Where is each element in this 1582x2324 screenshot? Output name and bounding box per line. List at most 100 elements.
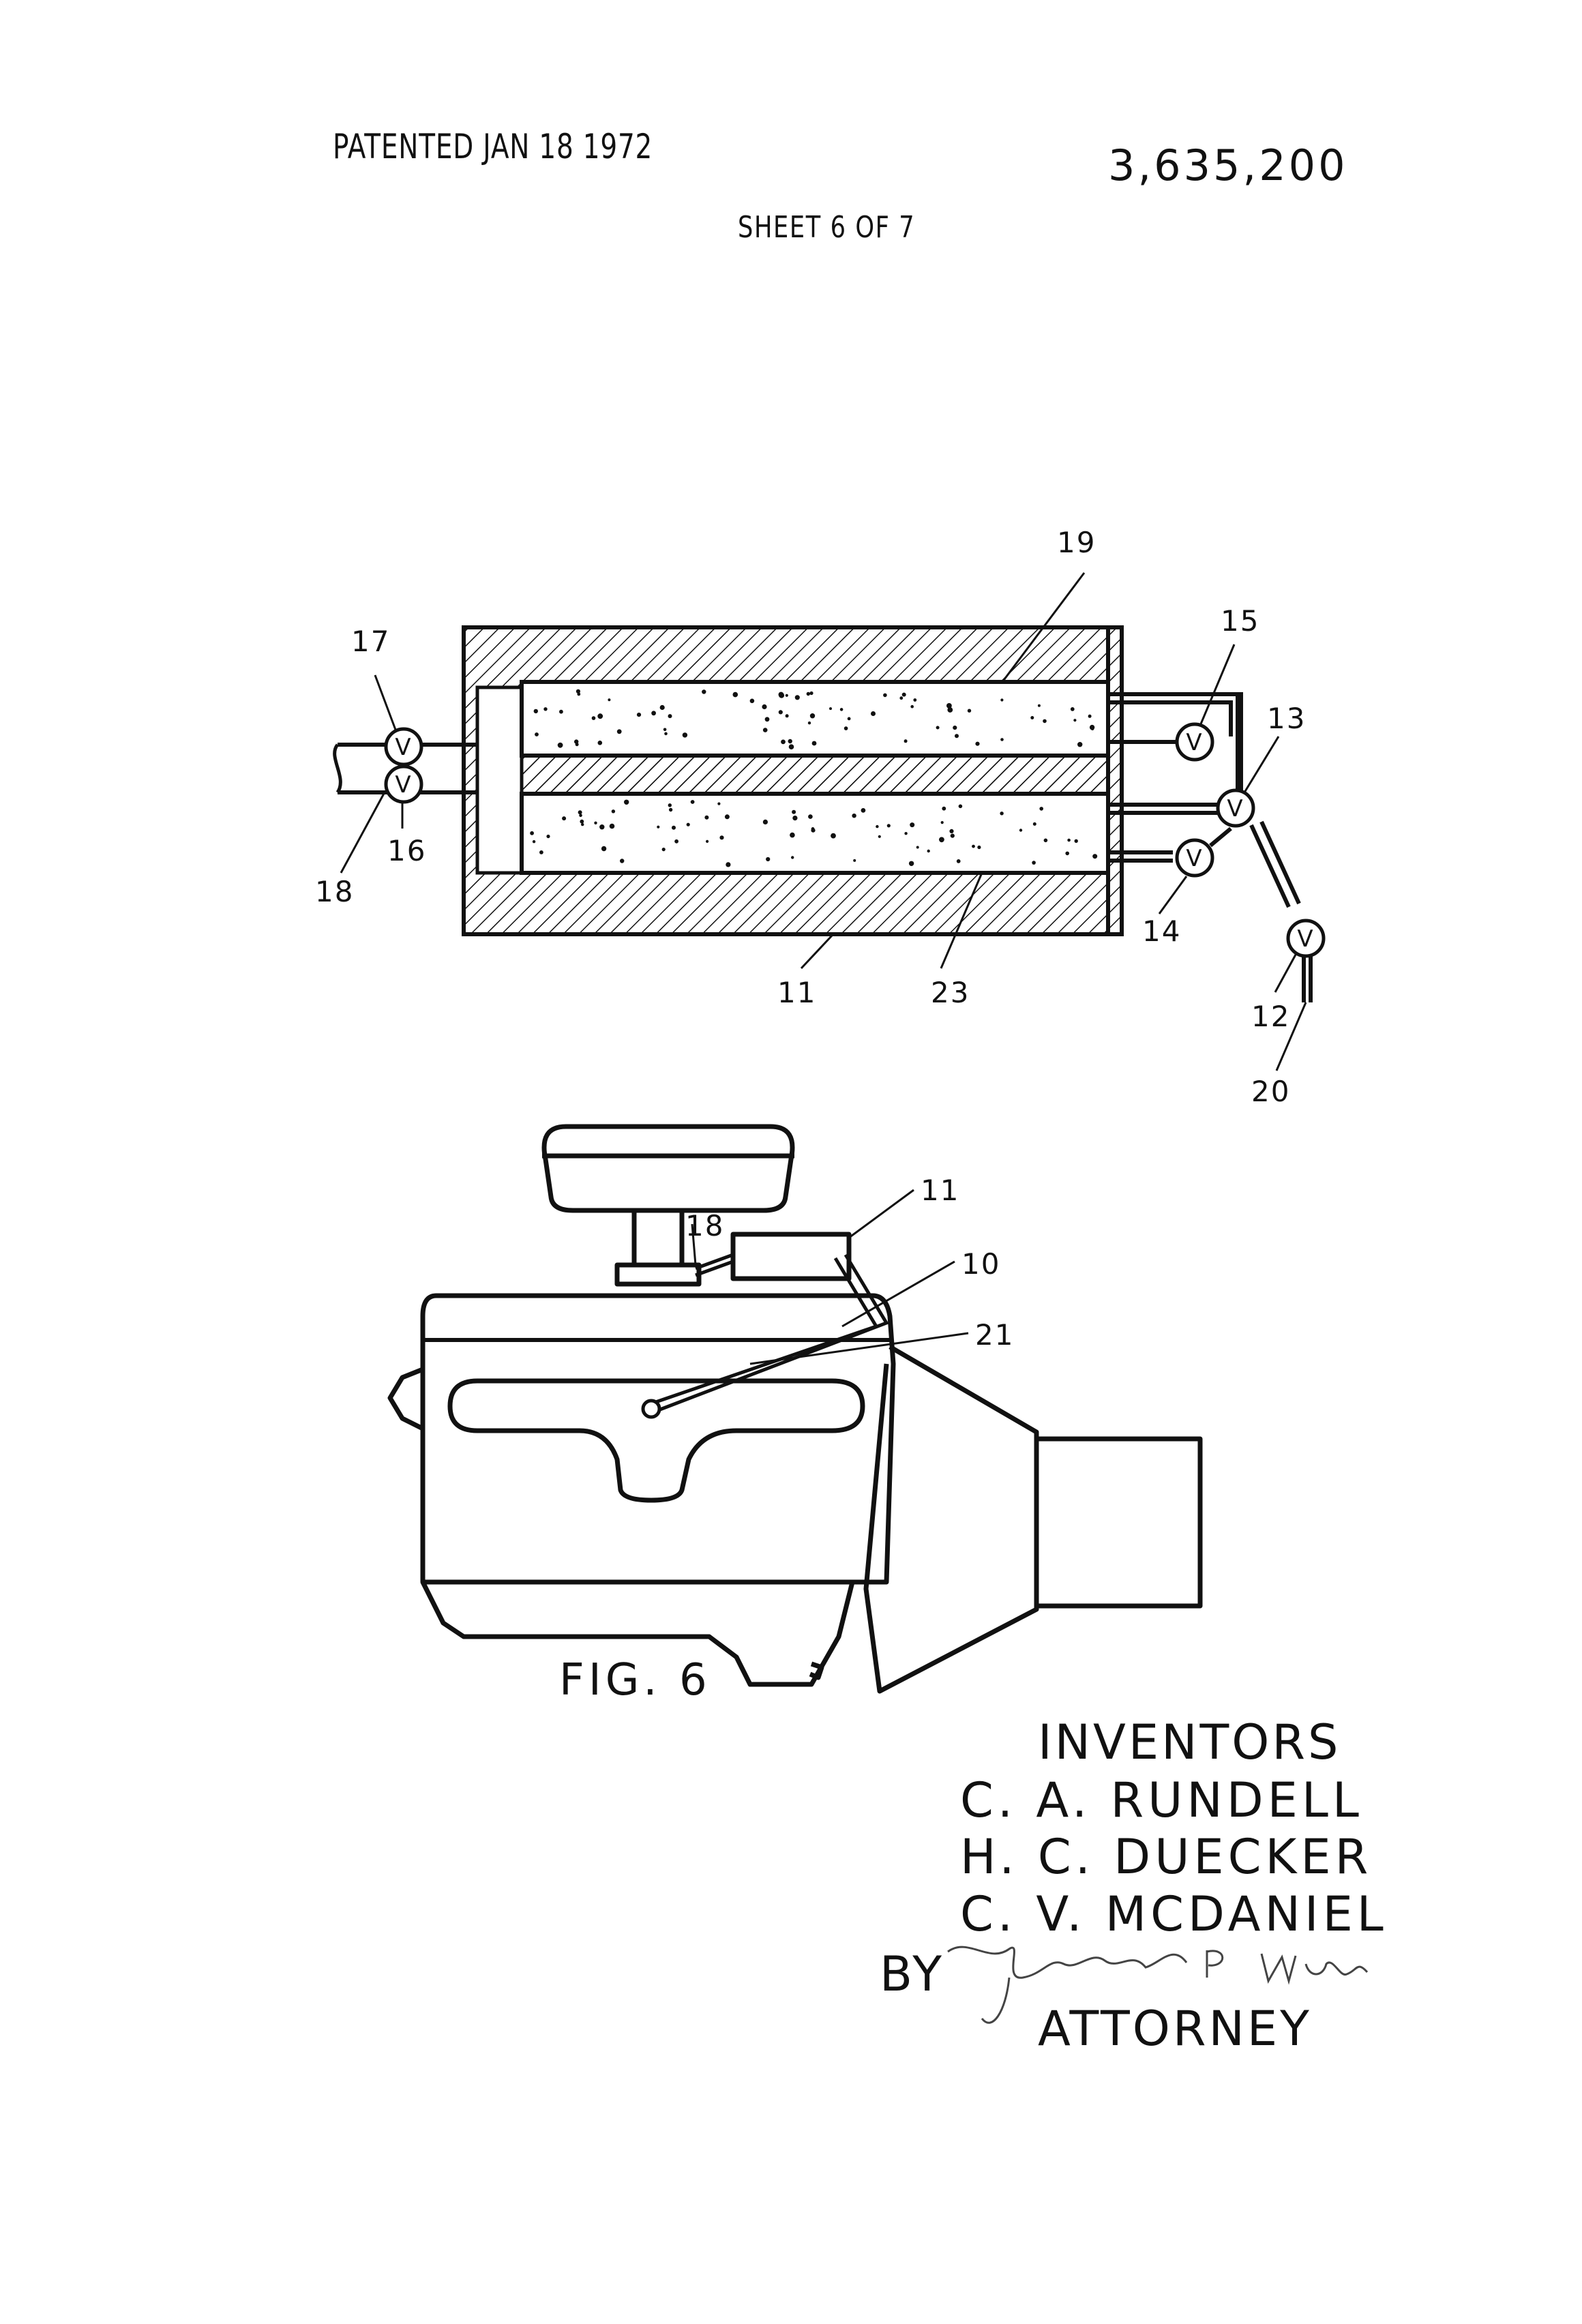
particle-dot [578, 810, 582, 814]
particle-dot [620, 859, 624, 863]
particle-dot [883, 694, 887, 698]
particle-dot [795, 695, 800, 700]
valve-letter: V [395, 771, 412, 799]
label-13: 13 [1267, 702, 1306, 735]
particle-dot [941, 821, 944, 824]
particle-dot [947, 707, 953, 713]
particle-dot [530, 831, 534, 835]
particle-dot [534, 709, 538, 713]
particle-dot [927, 850, 930, 852]
particle-dot [617, 729, 622, 734]
carburetor-base [617, 1265, 699, 1284]
valve-letter: V [1227, 795, 1244, 822]
particle-dot [683, 732, 687, 737]
particle-dot [687, 823, 690, 826]
particle-dot [660, 705, 665, 710]
by-label: BY [880, 1950, 944, 1998]
particle-dot [844, 726, 848, 730]
inventor-name: C. V. MCDANIEL [960, 1890, 1388, 1938]
valve-cover [450, 1381, 863, 1500]
particle-dot [704, 816, 708, 820]
particle-dot [957, 859, 961, 863]
particle-dot [792, 816, 797, 820]
particle-dot [624, 800, 629, 805]
particle-dot [916, 846, 919, 849]
particle-dot [831, 833, 836, 839]
particle-dot [577, 693, 580, 696]
particle-dot [592, 716, 596, 720]
particle-dot [951, 834, 955, 838]
particle-dot [1077, 742, 1082, 747]
particle-dot [959, 805, 963, 809]
particle-dot [910, 705, 914, 709]
air-cleaner [544, 1127, 792, 1210]
valve-letter: V [1297, 925, 1314, 953]
particle-dot [608, 698, 610, 701]
particle-dot [786, 714, 789, 717]
label-21: 21 [975, 1318, 1014, 1352]
particle-dot [762, 704, 766, 709]
particle-dot [597, 713, 603, 719]
particle-dot [725, 814, 730, 819]
particle-dot [763, 728, 768, 732]
particle-dot [663, 728, 667, 732]
particle-dot [750, 699, 755, 704]
particle-dot [909, 861, 914, 866]
particle-dot [1073, 719, 1076, 721]
particle-dot [791, 856, 794, 859]
particle-dot [936, 726, 940, 730]
adsorbent-bed-23 [522, 794, 1108, 873]
particle-dot [1092, 854, 1097, 859]
particle-dot [887, 824, 891, 827]
particle-dot [1043, 719, 1047, 724]
particle-dot [558, 743, 563, 748]
particle-dot [807, 692, 810, 696]
particle-dot [668, 714, 672, 718]
particle-dot [562, 816, 566, 820]
particle-dot [1000, 738, 1004, 741]
inventor-name: H. C. DUECKER [960, 1833, 1372, 1881]
label-17: 17 [351, 625, 390, 658]
particle-dot [719, 835, 723, 839]
label-23: 23 [931, 976, 970, 1009]
particle-dot [861, 808, 866, 813]
particle-dot [668, 803, 672, 807]
particle-dot [651, 711, 656, 715]
figure-caption: FIG. 6 [559, 1655, 711, 1705]
label-16: 16 [387, 834, 426, 867]
particle-dot [848, 717, 851, 721]
particle-dot [533, 840, 535, 843]
particle-dot [581, 823, 584, 826]
particle-dot [1071, 707, 1075, 711]
particle-dot [763, 820, 768, 824]
label-11: 11 [921, 1174, 959, 1207]
label-12: 12 [1251, 1000, 1290, 1033]
particle-dot [808, 814, 813, 819]
label-18: 18 [685, 1209, 724, 1242]
partition [522, 756, 1108, 794]
particle-dot [733, 692, 738, 698]
particle-dot [975, 742, 979, 746]
particle-dot [1088, 715, 1092, 718]
particle-dot [637, 713, 641, 717]
particle-dot [669, 808, 672, 811]
particle-dot [546, 835, 550, 838]
particle-dot [559, 710, 563, 714]
inventors-heading: INVENTORS [1038, 1718, 1341, 1766]
particle-dot [598, 741, 603, 745]
particle-dot [1075, 839, 1078, 843]
particle-dot [790, 833, 795, 838]
particle-dot [811, 829, 815, 833]
particle-dot [902, 693, 906, 697]
particle-dot [726, 862, 730, 867]
particle-dot [781, 740, 786, 745]
particle-dot [1030, 716, 1034, 719]
particle-dot [955, 734, 959, 738]
attorney-label: ATTORNEY [1038, 2005, 1312, 2053]
particle-dot [610, 824, 615, 829]
label-14: 14 [1142, 914, 1181, 948]
particle-dot [1039, 807, 1043, 811]
particle-dot [765, 717, 770, 721]
particle-dot [657, 826, 659, 829]
label-20: 20 [1251, 1075, 1290, 1108]
